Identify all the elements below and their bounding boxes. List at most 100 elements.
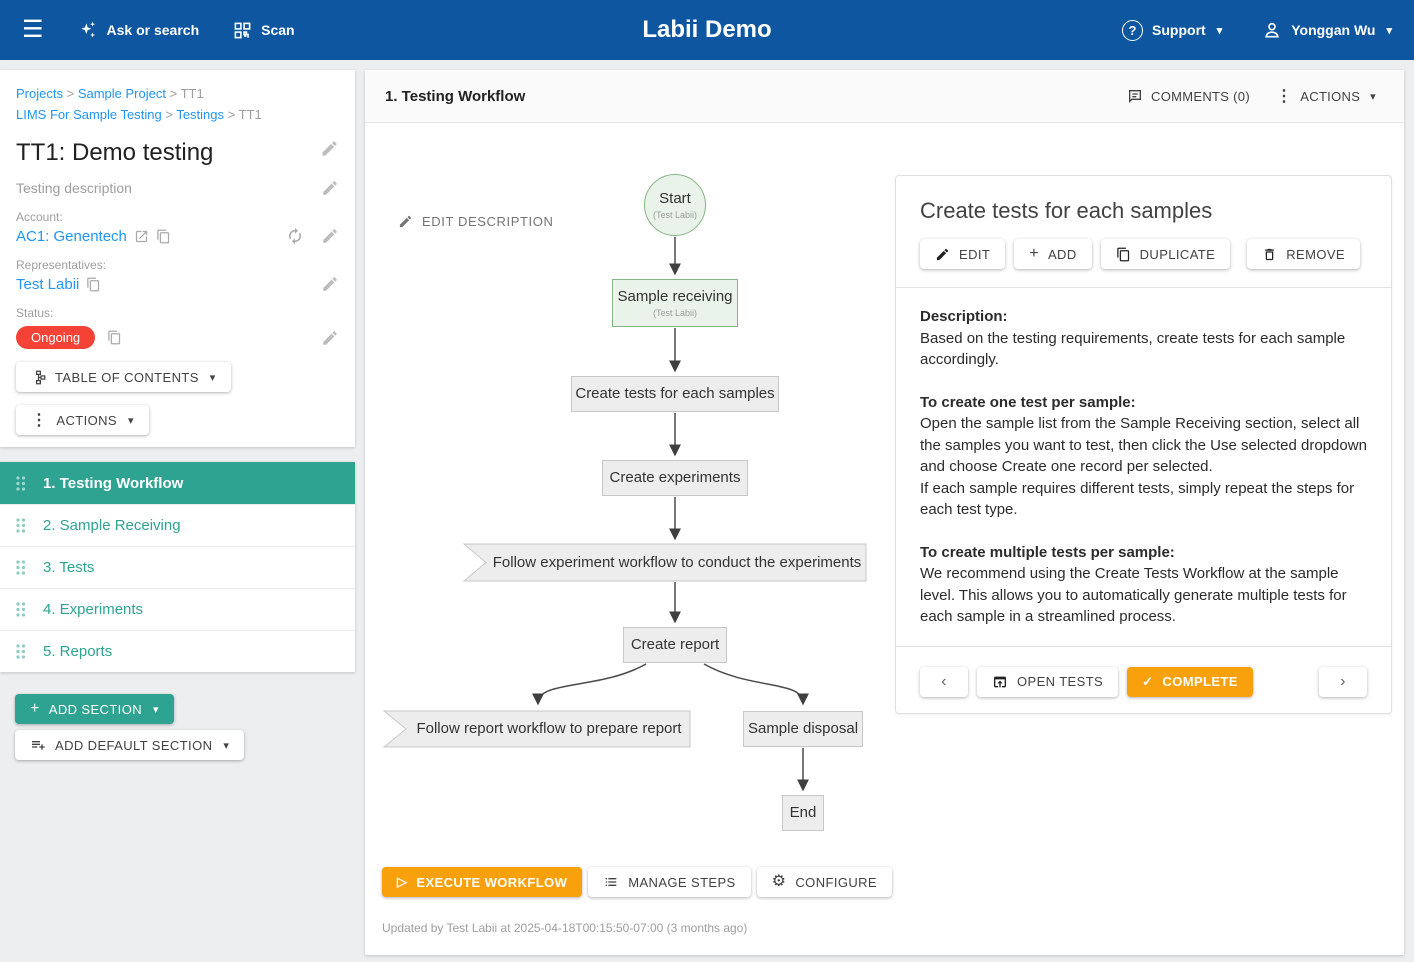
breadcrumb-current: TT1: [238, 107, 262, 122]
copy-icon[interactable]: [86, 277, 101, 292]
sidebar-item-reports[interactable]: 5. Reports: [0, 630, 355, 672]
step-title: Create tests for each samples: [920, 198, 1213, 223]
add-section-button[interactable]: + ADD SECTION ▾: [15, 694, 174, 724]
manage-steps-button[interactable]: MANAGE STEPS: [588, 867, 751, 897]
remove-step-button[interactable]: REMOVE: [1247, 239, 1360, 269]
add-default-section-button[interactable]: ADD DEFAULT SECTION ▾: [15, 730, 245, 760]
section-label: 4. Experiments: [43, 601, 144, 618]
section-header: 1. Testing Workflow COMMENTS (0) ⋮ ACTIO…: [365, 70, 1404, 123]
workflow-node-create-experiments[interactable]: Create experiments: [602, 460, 748, 496]
scan-button[interactable]: Scan: [233, 21, 295, 40]
workflow-node-start[interactable]: Start (Test Labii): [644, 174, 706, 236]
section-label: 3. Tests: [43, 559, 95, 576]
account-label: Account:: [16, 210, 63, 224]
configure-button[interactable]: ⚙ CONFIGURE: [756, 867, 892, 897]
workflow-node-sample-receiving[interactable]: Sample receiving (Test Labii): [612, 279, 738, 327]
duplicate-step-button[interactable]: DUPLICATE: [1100, 239, 1231, 269]
help-icon: ?: [1122, 19, 1144, 41]
menu-icon[interactable]: ☰: [22, 16, 44, 43]
trash-icon: [1262, 247, 1277, 262]
support-label: Support: [1152, 22, 1206, 38]
sidebar-item-tests[interactable]: 3. Tests: [0, 546, 355, 588]
drag-handle-icon[interactable]: [15, 559, 26, 576]
chevron-down-icon: ▾: [153, 703, 159, 716]
support-menu[interactable]: ? Support ▾: [1122, 19, 1222, 41]
more-vertical-icon: ⋮: [1275, 88, 1293, 105]
step-detail-panel: Create tests for each samples EDIT + ADD…: [895, 175, 1392, 714]
execute-workflow-button[interactable]: ▷ EXECUTE WORKFLOW: [382, 867, 583, 897]
workflow-node-follow-report-workflow[interactable]: Follow report workflow to prepare report: [416, 720, 682, 738]
add-step-button[interactable]: + ADD: [1014, 239, 1092, 269]
edit-description-button[interactable]: EDIT DESCRIPTION: [398, 214, 553, 229]
edit-account-pencil-icon[interactable]: [321, 227, 339, 245]
edit-status-pencil-icon[interactable]: [321, 329, 339, 347]
drag-handle-icon[interactable]: [15, 601, 26, 618]
section-label: 5. Reports: [43, 643, 113, 660]
scan-label: Scan: [261, 22, 295, 38]
status-badge: Ongoing: [16, 326, 96, 349]
breadcrumb-link-lims[interactable]: LIMS For Sample Testing: [16, 107, 162, 122]
drag-handle-icon[interactable]: [15, 643, 26, 660]
play-icon: ▷: [397, 874, 408, 889]
more-vertical-icon: ⋮: [31, 412, 48, 429]
top-nav: ☰ Ask or search Scan Labii Demo ? Suppor…: [0, 0, 1414, 60]
page-title: TT1: Demo testing: [16, 139, 214, 166]
drag-handle-icon[interactable]: [15, 517, 26, 534]
workflow-node-create-tests[interactable]: Create tests for each samples: [571, 376, 779, 412]
sync-icon[interactable]: [286, 227, 304, 245]
sidebar-item-experiments[interactable]: 4. Experiments: [0, 588, 355, 630]
plus-icon: +: [1029, 245, 1039, 262]
breadcrumb-link-projects[interactable]: Projects: [16, 86, 63, 101]
record-summary-card: Projects > Sample Project > TT1 LIMS For…: [0, 70, 355, 447]
representative-link[interactable]: Test Labii: [16, 275, 80, 293]
edit-representatives-pencil-icon[interactable]: [321, 275, 339, 293]
pencil-icon: [398, 214, 413, 229]
pencil-icon: [935, 247, 950, 262]
edit-description-pencil-icon[interactable]: [321, 179, 339, 197]
sidebar-item-sample-receiving[interactable]: 2. Sample Receiving: [0, 504, 355, 546]
breadcrumb: Projects > Sample Project > TT1: [16, 86, 204, 101]
workflow-node-create-report[interactable]: Create report: [623, 627, 727, 663]
open-in-new-icon[interactable]: [134, 229, 149, 244]
previous-step-button[interactable]: ‹: [920, 666, 968, 697]
status-label: Status:: [16, 306, 54, 320]
breadcrumb-link-sample-project[interactable]: Sample Project: [77, 86, 166, 101]
copy-icon[interactable]: [156, 229, 171, 244]
user-name: Yonggan Wu: [1291, 22, 1376, 38]
workflow-node-sample-disposal[interactable]: Sample disposal: [743, 711, 863, 747]
chevron-right-icon: ›: [1340, 672, 1346, 690]
workflow-node-follow-experiment-workflow[interactable]: Follow experiment workflow to conduct th…: [492, 553, 862, 571]
workflow-node-end[interactable]: End: [782, 795, 824, 831]
gear-icon: ⚙: [771, 873, 787, 890]
next-step-button[interactable]: ›: [1319, 666, 1367, 697]
flag-shape: [462, 543, 867, 582]
qr-scan-icon: [233, 21, 252, 40]
workflow-diagram: Start (Test Labii) Sample receiving (Tes…: [365, 70, 1404, 955]
chevron-down-icon: ▾: [1386, 24, 1392, 37]
edit-title-pencil-icon[interactable]: [320, 139, 339, 158]
divider: [896, 645, 1391, 647]
account-link[interactable]: AC1: Genentech: [16, 227, 127, 245]
representatives-label: Representatives:: [16, 258, 107, 272]
open-in-browser-icon: [992, 674, 1008, 690]
sidebar-item-testing-workflow[interactable]: 1. Testing Workflow: [0, 462, 355, 504]
copy-icon[interactable]: [107, 330, 122, 345]
sections-list: 1. Testing Workflow 2. Sample Receiving …: [0, 462, 355, 672]
chevron-down-icon: ▾: [209, 371, 216, 384]
complete-step-button[interactable]: ✓ COMPLETE: [1127, 666, 1253, 697]
user-menu[interactable]: Yonggan Wu ▾: [1262, 20, 1392, 40]
chevron-down-icon: ▾: [128, 414, 134, 427]
description-placeholder: Testing description: [16, 180, 132, 196]
ask-or-search-button[interactable]: Ask or search: [78, 20, 199, 40]
drag-handle-icon[interactable]: [15, 475, 26, 492]
record-actions-button[interactable]: ⋮ ACTIONS ▾: [16, 405, 149, 435]
edit-step-button[interactable]: EDIT: [920, 239, 1006, 269]
section-actions-button[interactable]: ⋮ ACTIONS ▾: [1268, 80, 1384, 112]
open-tests-button[interactable]: OPEN TESTS: [977, 666, 1119, 697]
table-of-contents-button[interactable]: TABLE OF CONTENTS ▾: [16, 362, 231, 392]
comments-button[interactable]: COMMENTS (0): [1119, 82, 1258, 110]
sparkle-icon: [78, 20, 98, 40]
breadcrumb-current: TT1: [180, 86, 204, 101]
breadcrumb-link-testings[interactable]: Testings: [176, 107, 225, 122]
chevron-left-icon: ‹: [941, 672, 947, 690]
